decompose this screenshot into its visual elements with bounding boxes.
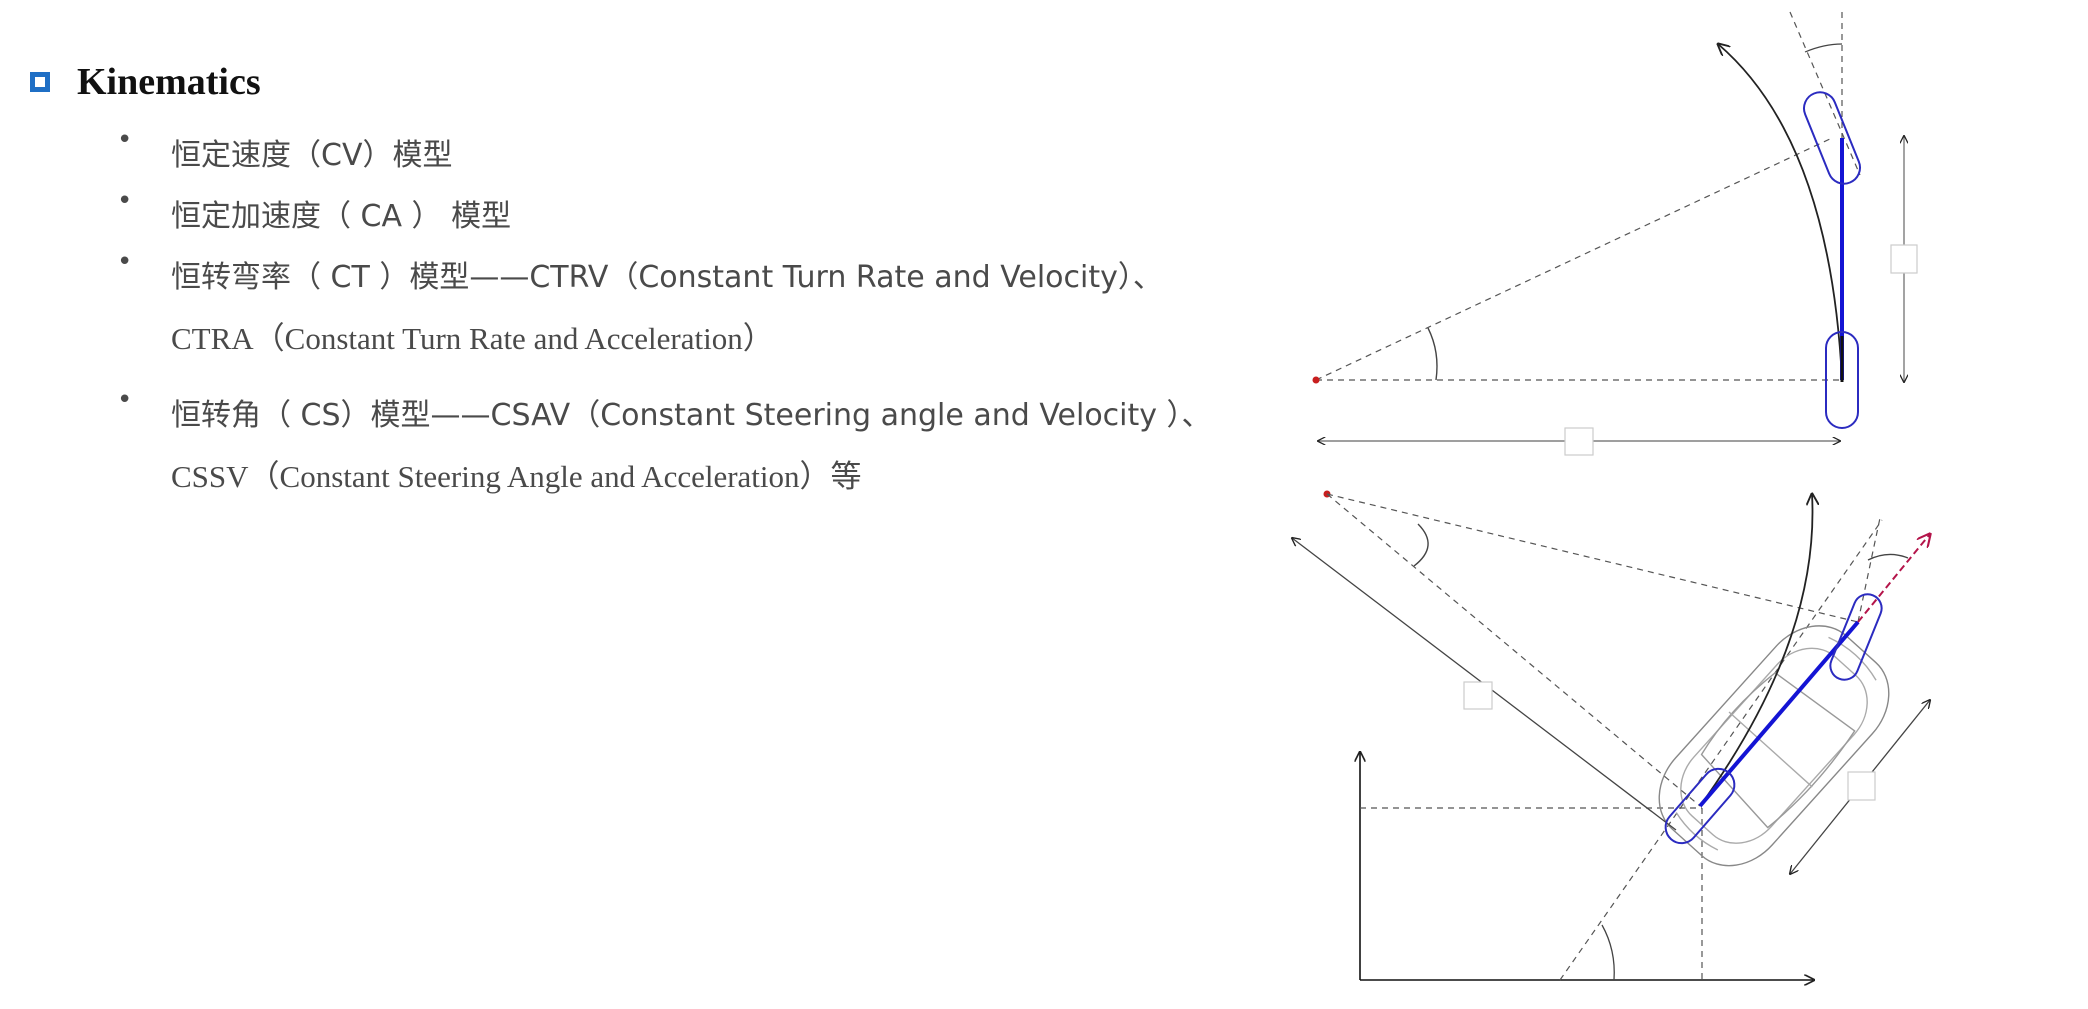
square-bullet-icon	[30, 72, 50, 92]
trajectory-curve	[1718, 44, 1843, 381]
list-item-cv: 恒定速度（CV）模型	[117, 125, 1247, 186]
title-row: Kinematics	[30, 60, 261, 104]
list-item-text: 恒定加速度（ CA ） 模型	[171, 199, 512, 234]
list-item-text: 恒转弯率（ CT ）模型——CTRV（Constant Turn Rate an…	[171, 260, 1163, 295]
wheelbase-axle	[1698, 620, 1860, 808]
rotation-radius-rear	[1326, 493, 1701, 807]
vehicle-global-frame	[1292, 490, 1930, 981]
vehicle-kinematics-diagram	[1270, 11, 1970, 1009]
list-item-text: 恒定速度（CV）模型	[171, 138, 453, 173]
center-angle-arc	[1413, 523, 1429, 567]
heading-extension-line	[1559, 519, 1883, 981]
steering-angle-arc	[1804, 43, 1843, 53]
model-list: 恒定速度（CV）模型 恒定加速度（ CA ） 模型 恒转弯率（ CT ）模型——…	[117, 125, 1247, 507]
center-angle-arc	[1427, 327, 1438, 381]
rotation-radius-front	[1326, 493, 1859, 623]
trajectory-curve	[1699, 494, 1813, 807]
wheelbase-label-box	[1890, 244, 1918, 274]
heading-arrow	[1857, 534, 1930, 623]
list-item-ca: 恒定加速度（ CA ） 模型	[117, 186, 1247, 247]
rotation-center-point	[1312, 376, 1320, 384]
slide-title: Kinematics	[77, 61, 261, 103]
wheelbase-label-box	[1847, 771, 1876, 801]
list-item-text-continued: CTRA（Constant Turn Rate and Acceleration…	[171, 321, 774, 356]
rear-wheel	[1825, 331, 1859, 429]
list-item-text-continued: CSSV（Constant Steering Angle and Acceler…	[171, 459, 862, 494]
radius-label-box	[1564, 427, 1594, 456]
rear-wheel	[1664, 767, 1736, 845]
steering-angle-arc	[1867, 553, 1909, 561]
front-wheel	[1803, 91, 1861, 185]
rotation-radius-front	[1315, 137, 1833, 381]
radius-label-box	[1463, 681, 1493, 710]
front-wheel	[1829, 593, 1883, 681]
list-item-cs: 恒转角（ CS）模型——CSAV（Constant Steering angle…	[117, 385, 1247, 507]
steering-reference-line	[1857, 517, 1881, 623]
list-item-text: 恒转角（ CS）模型——CSAV（Constant Steering angle…	[171, 398, 1212, 433]
bicycle-model-top	[1312, 11, 1918, 456]
heading-angle-arc	[1601, 924, 1615, 981]
list-item-ct: 恒转弯率（ CT ）模型——CTRV（Constant Turn Rate an…	[117, 247, 1247, 369]
